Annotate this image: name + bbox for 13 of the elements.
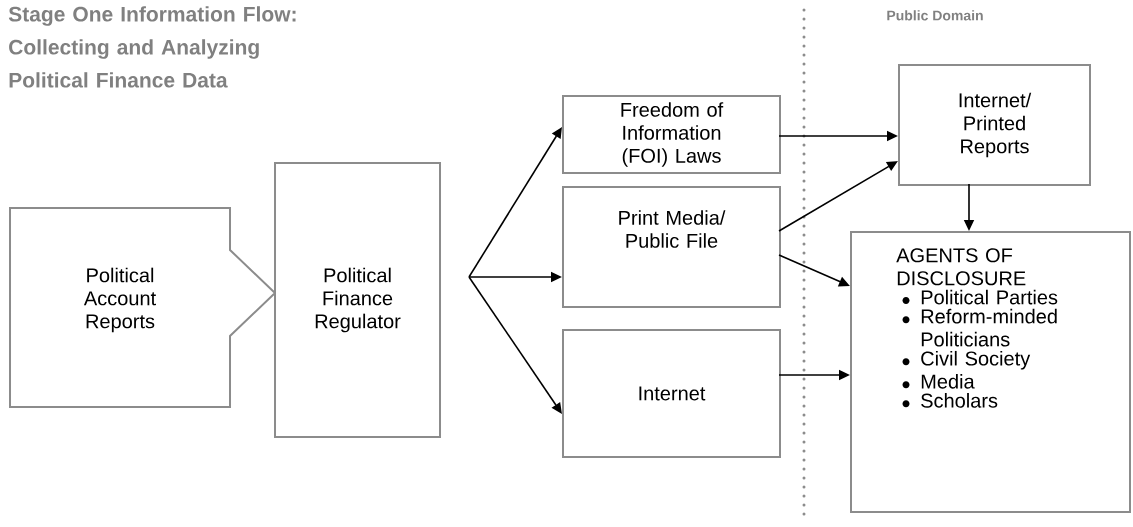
block-arrow-box: Political Account Reports (9, 207, 277, 408)
title: Stage One Information Flow: Collecting and Analyzing Political Finance Data (8, 6, 296, 88)
list-box: AGENTS OF DISCLOSURE Political Parties Reform-minded Politicians Civil Society Media Scholars (850, 231, 1131, 513)
process-box: Print Media/ Public File (562, 186, 781, 308)
region-label: Public Domain (887, 10, 983, 21)
arrow (778, 254, 850, 287)
process-box: Political Finance Regulator (274, 162, 441, 438)
process-box: Freedom of Information (FOI) Laws (562, 95, 781, 174)
arrow (468, 127, 562, 278)
process-box: Internet/ Printed Reports (898, 64, 1091, 186)
arrow (468, 276, 562, 414)
process-box: Internet (562, 329, 781, 458)
arrow (778, 161, 898, 232)
